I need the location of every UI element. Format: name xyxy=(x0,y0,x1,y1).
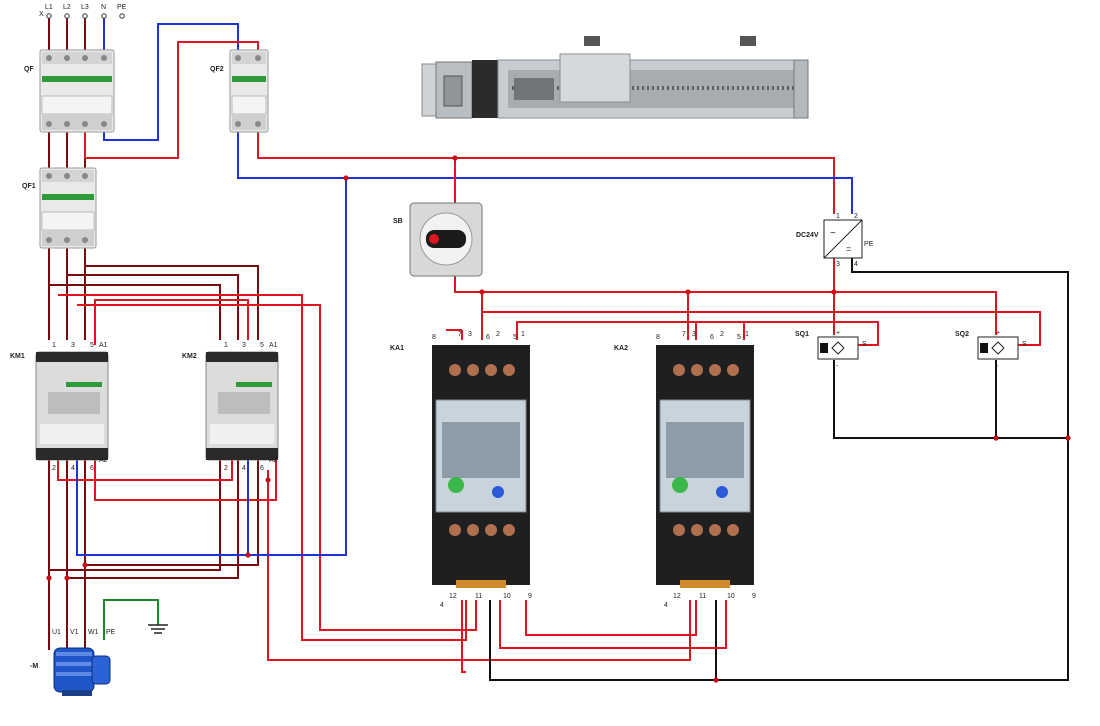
sq1-plus: + xyxy=(836,330,840,337)
km1-t4: 4 xyxy=(71,465,75,472)
km2-t2: 2 xyxy=(224,465,228,472)
km1-a1: A1 xyxy=(99,342,108,349)
linear-actuator xyxy=(421,36,809,119)
phase-l1-label: L1 xyxy=(45,4,53,11)
ka1-pin9: 9 xyxy=(528,593,532,600)
km1-t5: 5 xyxy=(90,342,94,349)
ka2-pin10: 10 xyxy=(727,593,735,600)
ka2-pin8: 8 xyxy=(656,334,660,341)
svg-text:=: = xyxy=(846,244,851,254)
ka2-pin4: 4 xyxy=(664,602,668,609)
km2-t3: 3 xyxy=(242,342,246,349)
power-wires xyxy=(48,18,1069,681)
km1-label: KM1 xyxy=(10,353,25,360)
contactor-km2: KM2 1 3 5 A1 2 4 6 A2 xyxy=(182,342,279,472)
phase-l2-label: L2 xyxy=(63,4,71,11)
km2-t4: 4 xyxy=(242,465,246,472)
relay-ka1: KA1 8 7 6 5 3 2 1 4 12 11 10 9 xyxy=(390,331,532,609)
ka2-pin3: 3 xyxy=(692,331,696,338)
ka1-pin6: 6 xyxy=(486,334,490,341)
ka1-pin2: 2 xyxy=(496,331,500,338)
km2-t6: 6 xyxy=(260,465,264,472)
ka1-pin10: 10 xyxy=(503,593,511,600)
power-supply-dc24v: ~ = 1 2 3 4 PE DC24V xyxy=(796,213,874,268)
motor-label: -M xyxy=(30,663,38,670)
km2-t5: 5 xyxy=(260,342,264,349)
ka2-pin5: 5 xyxy=(737,334,741,341)
svg-text:~: ~ xyxy=(830,228,836,239)
breaker-qf1: QF1 xyxy=(22,167,97,249)
psu-pe: PE xyxy=(864,241,874,248)
relay-ka2: KA2 8 7 6 5 3 2 1 4 12 11 10 9 xyxy=(614,331,756,609)
ka1-pin7: 7 xyxy=(458,331,462,338)
psu-label: DC24V xyxy=(796,232,819,239)
km2-a1: A1 xyxy=(269,342,278,349)
sq2-signal: S xyxy=(1022,341,1027,348)
sq1-signal: S xyxy=(862,341,867,348)
ka2-pin6: 6 xyxy=(710,334,714,341)
ka1-label: KA1 xyxy=(390,345,404,352)
sq2-minus: - xyxy=(996,363,999,370)
contactor-km1: KM1 1 3 5 A1 2 4 6 A2 xyxy=(10,342,109,472)
ka2-pin1: 1 xyxy=(745,331,749,338)
km1-t3: 3 xyxy=(71,342,75,349)
ka2-pin11: 11 xyxy=(699,593,706,600)
psu-pin-2: 2 xyxy=(854,213,858,220)
supply-terminals: X L1 L2 L3 N PE xyxy=(39,4,127,19)
ka2-label: KA2 xyxy=(614,345,628,352)
sensor-sq2: + S - SQ2 xyxy=(955,330,1027,370)
km1-a2: A2 xyxy=(99,457,108,464)
sq1-label: SQ1 xyxy=(795,331,809,338)
km1-t6: 6 xyxy=(90,465,94,472)
psu-pin-1: 1 xyxy=(836,213,840,220)
ka1-pin1: 1 xyxy=(521,331,525,338)
sq2-label: SQ2 xyxy=(955,331,969,338)
sq2-plus: + xyxy=(996,330,1000,337)
km1-t2: 2 xyxy=(52,465,56,472)
km2-a2: A2 xyxy=(269,457,278,464)
breaker-qf2: QF2 xyxy=(210,49,269,133)
ka2-pin9: 9 xyxy=(752,593,756,600)
ground-icon xyxy=(148,624,168,634)
breaker-qf: QF xyxy=(24,49,115,133)
sb-label: SB xyxy=(393,218,403,225)
junction-nodes xyxy=(46,155,1071,683)
phase-l3-label: L3 xyxy=(81,4,89,11)
ka2-pin7: 7 xyxy=(682,331,686,338)
qf2-label: QF2 xyxy=(210,66,224,73)
phase-pe-label: PE xyxy=(117,4,127,11)
sensor-sq1: + S - SQ1 xyxy=(795,330,867,370)
motor-m: -M U1 V1 W1 PE xyxy=(30,629,116,696)
ka1-pin11: 11 xyxy=(475,593,482,600)
selector-switch-sb: SB xyxy=(393,202,483,277)
psu-pin-4: 4 xyxy=(854,261,858,268)
km1-t1: 1 xyxy=(52,342,56,349)
motor-v1: V1 xyxy=(70,629,79,636)
km2-t1: 1 xyxy=(224,342,228,349)
ka1-pin3: 3 xyxy=(468,331,472,338)
motor-w1: W1 xyxy=(88,629,99,636)
supply-marker: X xyxy=(39,11,44,18)
ka2-pin2: 2 xyxy=(720,331,724,338)
ka1-pin12: 12 xyxy=(449,593,457,600)
sq1-minus: - xyxy=(836,363,839,370)
motor-u1: U1 xyxy=(52,629,61,636)
psu-pin-3: 3 xyxy=(836,261,840,268)
km2-label: KM2 xyxy=(182,353,197,360)
ka1-pin4: 4 xyxy=(440,602,444,609)
motor-pe: PE xyxy=(106,629,116,636)
qf1-label: QF1 xyxy=(22,183,36,190)
ka1-pin8: 8 xyxy=(432,334,436,341)
ka2-pin12: 12 xyxy=(673,593,681,600)
phase-n-label: N xyxy=(101,4,106,11)
qf-label: QF xyxy=(24,66,34,73)
ka1-pin5: 5 xyxy=(513,334,517,341)
